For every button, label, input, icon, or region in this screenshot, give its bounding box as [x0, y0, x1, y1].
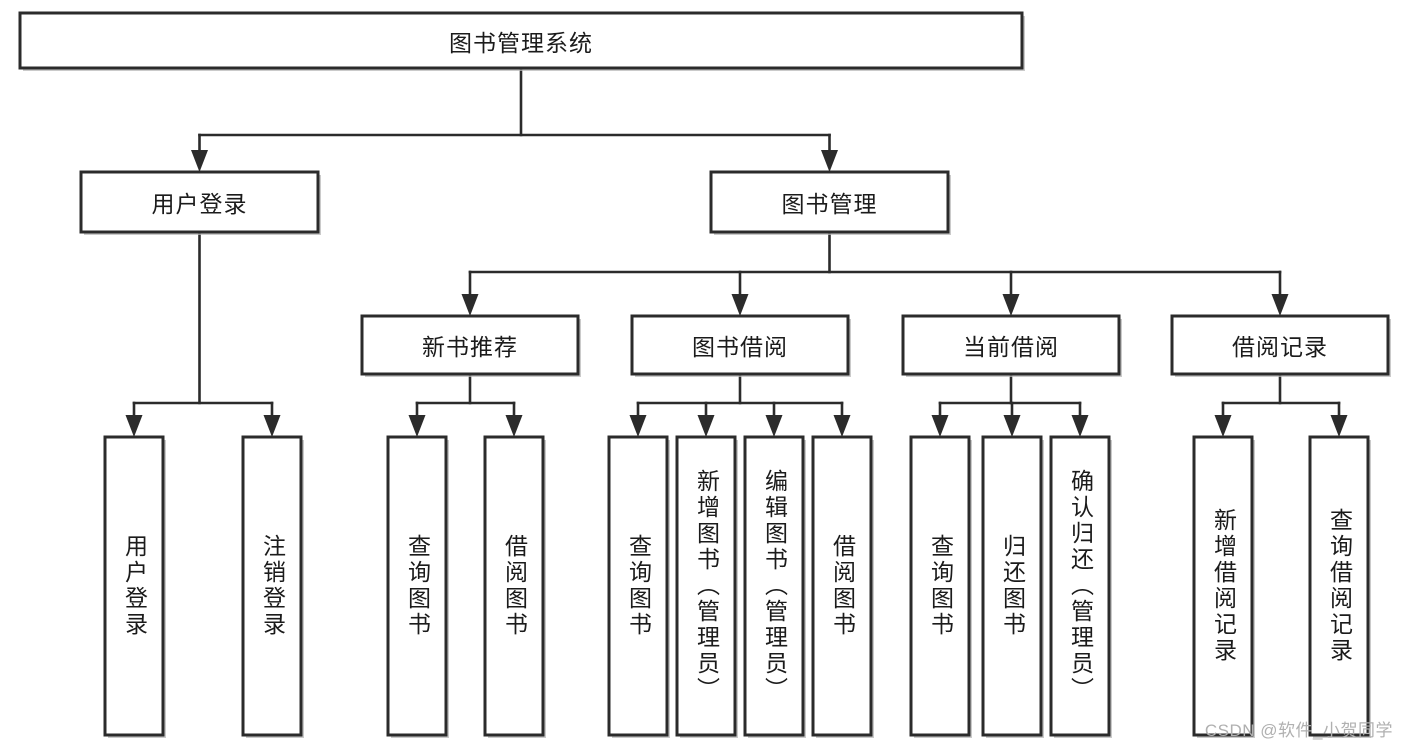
node-box-leaf-add-record[interactable] [1192, 435, 1254, 737]
connector-group-book-borrow [629, 372, 851, 437]
node-box-leaf-query-record[interactable] [1308, 435, 1370, 737]
connector-group-book-manage [461, 230, 1289, 316]
node-box-leaf-query-book-2[interactable] [607, 435, 669, 737]
node-box-leaf-confirm-return[interactable] [1049, 435, 1111, 737]
arrow-head [125, 415, 143, 437]
node-box-user-login[interactable] [79, 170, 320, 234]
node-box-borrow-record[interactable] [1170, 314, 1390, 376]
arrow-head [1330, 415, 1348, 437]
connector-group-current-borrow [931, 372, 1089, 437]
node-box-leaf-query-book-3[interactable] [909, 435, 971, 737]
connector-layer [125, 66, 1348, 437]
arrow-head [629, 415, 647, 437]
arrow-head [931, 415, 949, 437]
arrow-head [1271, 294, 1289, 316]
node-box-current-borrow[interactable] [901, 314, 1121, 376]
node-box-book-borrow[interactable] [630, 314, 850, 376]
node-box-root[interactable] [18, 11, 1024, 70]
node-box-leaf-borrow-book-1[interactable] [483, 435, 545, 737]
node-box-layer [18, 11, 1391, 738]
connector-group-user-login [125, 230, 281, 437]
arrow-head [1214, 415, 1232, 437]
arrow-head [833, 415, 851, 437]
connector-group-root [191, 66, 838, 172]
node-box-leaf-user-login[interactable] [103, 435, 165, 737]
arrow-head [1002, 294, 1020, 316]
arrow-head [1071, 415, 1089, 437]
arrow-head [821, 150, 838, 172]
arrow-head [461, 294, 479, 316]
arrow-head [697, 415, 715, 437]
node-box-new-book-recommend[interactable] [360, 314, 580, 376]
arrow-head [263, 415, 281, 437]
node-box-book-manage[interactable] [709, 170, 950, 234]
arrow-head [1003, 415, 1021, 437]
arrow-head [191, 150, 208, 172]
node-box-leaf-query-book-1[interactable] [386, 435, 448, 737]
arrow-head [408, 415, 426, 437]
node-box-leaf-add-book[interactable] [675, 435, 737, 737]
arrow-head [731, 294, 749, 316]
connector-group-borrow-record [1214, 372, 1348, 437]
node-box-leaf-return-book[interactable] [981, 435, 1043, 737]
connector-group-new-book-recommend [408, 372, 523, 437]
arrow-head [765, 415, 783, 437]
watermark: CSDN @软件_小贺同学 [1204, 721, 1393, 740]
node-box-leaf-borrow-book-2[interactable] [811, 435, 873, 737]
node-box-leaf-edit-book[interactable] [743, 435, 805, 737]
node-box-leaf-logout[interactable] [241, 435, 303, 737]
arrow-head [505, 415, 523, 437]
